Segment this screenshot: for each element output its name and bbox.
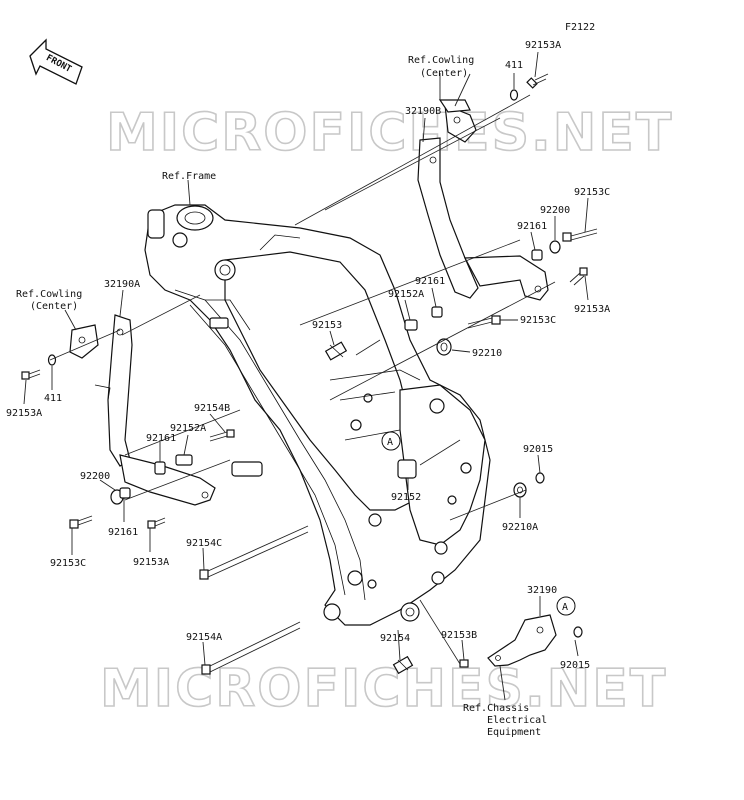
bolt-92153b <box>459 659 469 668</box>
label-32190a: 32190A <box>104 279 140 290</box>
label-92154c: 92154C <box>186 538 222 549</box>
collar-92152a-mid <box>404 319 418 331</box>
callout-a-2-label: A <box>562 602 568 613</box>
bolt-92153a-left <box>21 369 41 380</box>
collar-92152a-left <box>175 454 193 466</box>
label-92153a-top: 92153A <box>525 40 561 51</box>
ref-frame: Ref.Frame <box>162 171 216 182</box>
label-92153c-right: 92153C <box>574 187 610 198</box>
bolt-92154c <box>199 525 309 580</box>
bracket-32190 <box>487 614 557 667</box>
nut-92210 <box>436 338 452 356</box>
bracket-32190b <box>417 104 549 301</box>
label-92161-mid: 92161 <box>415 276 445 287</box>
label-92153b: 92153B <box>441 630 477 641</box>
bolt-92153c-left <box>69 515 93 529</box>
label-411-left: 411 <box>44 393 62 404</box>
main-frame <box>144 204 491 626</box>
bolt-92153 <box>324 341 348 361</box>
ref-chassis-line3: Equipment <box>487 727 541 738</box>
label-92152a-left: 92152A <box>170 423 206 434</box>
label-92200-right: 92200 <box>540 205 570 216</box>
label-92152: 92152 <box>391 492 421 503</box>
ref-cowling-left-line1: Ref.Cowling <box>16 289 82 300</box>
label-92210: 92210 <box>472 348 502 359</box>
nut-92210a <box>513 482 527 498</box>
watermark-top: MICROFICHES.NET <box>106 103 673 163</box>
nut-92015-low <box>573 626 583 638</box>
label-92152a-mid: 92152A <box>388 289 424 300</box>
washer-411-left <box>47 354 57 366</box>
label-32190: 32190 <box>527 585 557 596</box>
leader-lines <box>49 94 556 665</box>
label-92154a: 92154A <box>186 632 222 643</box>
bolt-92154a <box>201 621 301 675</box>
nut-92015-top <box>535 472 545 484</box>
watermark-bottom: MICROFICHES.NET <box>100 659 667 719</box>
grommet-92161-mid <box>431 306 443 318</box>
bolt-92153a-top <box>526 73 549 89</box>
label-32190b: 32190B <box>405 106 441 117</box>
label-92153a-left: 92153A <box>6 408 42 419</box>
callout-a-2: A <box>556 596 576 616</box>
ref-chassis-line2: Electrical <box>487 715 547 726</box>
grommet-92161-right <box>531 249 543 261</box>
grommet-92161-left <box>154 461 166 475</box>
ref-chassis-line1: Ref.Chassis <box>463 703 529 714</box>
label-92154: 92154 <box>380 633 410 644</box>
washer-411-top <box>509 89 519 101</box>
label-92153a-right: 92153A <box>574 304 610 315</box>
bolt-92154b <box>209 429 235 442</box>
bracket-32190a <box>69 314 216 506</box>
ref-cowling-top-line1: Ref.Cowling <box>408 55 474 66</box>
label-92200-left: 92200 <box>80 471 110 482</box>
label-92153c-left: 92153C <box>50 558 86 569</box>
ref-cowling-left-line2: (Center) <box>30 301 78 312</box>
label-92015-low: 92015 <box>560 660 590 671</box>
bolt-92153c-mid <box>467 315 501 329</box>
label-92154b: 92154B <box>194 403 230 414</box>
label-92153a-low: 92153A <box>133 557 169 568</box>
figure-code: F2122 <box>565 22 595 33</box>
label-92161-low: 92161 <box>108 527 138 538</box>
label-92015-top: 92015 <box>523 444 553 455</box>
ref-cowling-top-line2: (Center) <box>420 68 468 79</box>
label-92161-right: 92161 <box>517 221 547 232</box>
label-92153c-mid: 92153C <box>520 315 556 326</box>
label-411-top: 411 <box>505 60 523 71</box>
grommet-92161-low <box>119 487 131 499</box>
front-arrow-icon: FRONT <box>29 38 83 85</box>
callout-a-1-label: A <box>387 437 393 448</box>
collar-92200-right <box>549 240 561 254</box>
bolt-92153a-right <box>569 267 588 286</box>
bolt-92153c-right <box>562 228 598 242</box>
collar-92152 <box>397 459 417 479</box>
label-92153: 92153 <box>312 320 342 331</box>
label-92210a: 92210A <box>502 522 538 533</box>
label-leaders <box>23 51 589 701</box>
bolt-92154 <box>392 655 414 675</box>
bolt-92153a-low <box>147 517 166 529</box>
callout-a-1: A <box>381 431 401 451</box>
label-92161-left: 92161 <box>146 433 176 444</box>
